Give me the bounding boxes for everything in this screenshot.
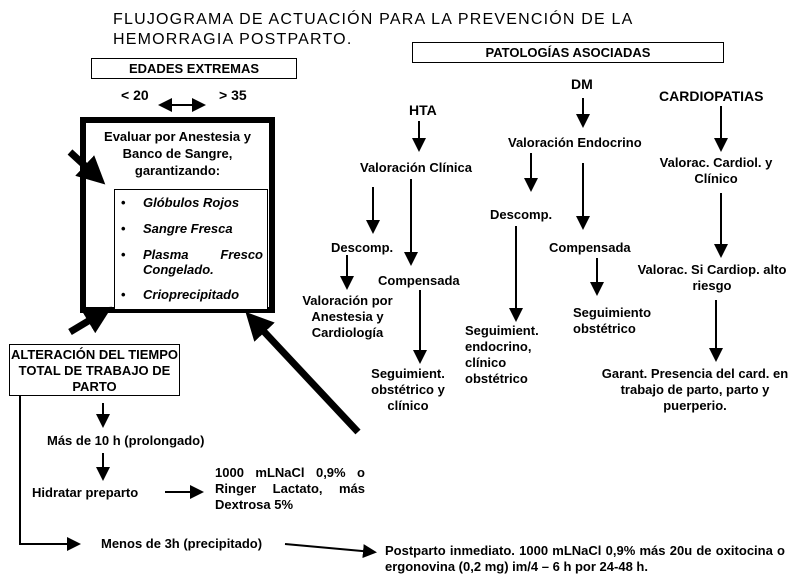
prolongado-label: Más de 10 h (prolongado) (47, 433, 205, 448)
postparto-text: Postparto inmediato. 1000 mLNaCl 0,9% má… (385, 543, 785, 574)
cardio-valorac-riesgo: Valorac. Si Cardiop. alto riesgo (637, 262, 787, 293)
hta-descomp: Descomp. (331, 240, 394, 255)
dm-compensada: Compensada (549, 240, 631, 255)
hta-label: HTA (409, 102, 437, 118)
arrow-edades-to-evaluar (67, 149, 106, 185)
solucion-text: 1000 mLNaCl 0,9% o Ringer Lactato, más D… (215, 465, 365, 512)
list-item: Plasma Fresco Congelado. (115, 247, 267, 277)
arrow-patologias-to-evaluar (245, 311, 361, 435)
hta-compensada: Compensada (378, 273, 460, 288)
patologias-box: PATOLOGÍAS ASOCIADAS (412, 42, 724, 63)
list-item: Glóbulos Rojos (115, 195, 267, 210)
cardio-label: CARDIOPATIAS (659, 88, 764, 104)
arrow-to-precipitado (19, 396, 81, 551)
age-low: < 20 (121, 87, 149, 103)
blood-products-box: Glóbulos Rojos Sangre Fresca Plasma Fres… (114, 189, 268, 310)
cardio-garant: Garant. Presencia del card. en trabajo d… (601, 366, 789, 413)
title-line-1: FLUJOGRAMA DE ACTUACIÓN PARA LA PREVENCI… (113, 11, 634, 28)
alteracion-box: ALTERACIÓN DEL TIEMPO TOTAL DE TRABAJO D… (9, 344, 180, 396)
dm-descomp: Descomp. (490, 207, 553, 222)
dm-label: DM (571, 76, 593, 92)
list-item: Sangre Fresca (115, 221, 267, 236)
dm-valoracion: Valoración Endocrino (508, 135, 642, 150)
arrow-alteracion-to-evaluar (68, 306, 113, 336)
hidratar-label: Hidratar preparto (32, 485, 139, 500)
hta-valoracion-anestesia: Valoración por Anestesia y Cardiología (302, 293, 393, 340)
list-item: Crioprecipitado (115, 287, 267, 302)
page-title: FLUJOGRAMA DE ACTUACIÓN PARA LA PREVENCI… (113, 10, 693, 50)
dm-seguimiento-endocrino: Seguimient. endocrino, clínico obstétric… (465, 323, 539, 386)
blood-products-list: Glóbulos Rojos Sangre Fresca Plasma Fres… (115, 195, 267, 302)
hta-valoracion: Valoración Clínica (360, 160, 472, 175)
arrow-to-postparto (284, 543, 377, 559)
evaluar-box: Evaluar por Anestesia y Banco de Sangre,… (80, 117, 275, 313)
precipitado-label: Menos de 3h (precipitado) (101, 536, 263, 551)
dm-seguimiento-obstetrico: Seguimiento obstétrico (573, 305, 652, 336)
cardio-valorac: Valorac. Cardiol. y Clínico (659, 155, 773, 186)
hta-seguimiento: Seguimient. obstétrico y clínico (371, 366, 445, 413)
evaluar-heading: Evaluar por Anestesia y Banco de Sangre,… (104, 129, 251, 178)
edades-extremas-box: EDADES EXTREMAS (91, 58, 297, 79)
title-line-2: HEMORRAGIA POSTPARTO. (113, 31, 353, 48)
age-high: > 35 (219, 87, 247, 103)
